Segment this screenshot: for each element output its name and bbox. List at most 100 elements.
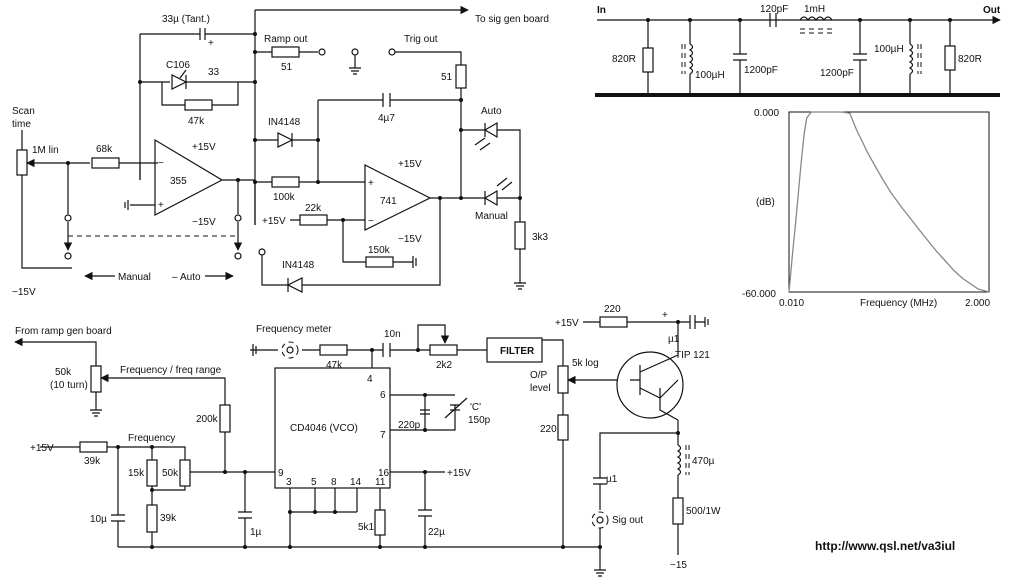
pot-1m-lin — [16, 149, 28, 176]
source-url: http://www.qsl.net/va3iul — [815, 539, 955, 553]
resistor-820r-left — [642, 47, 654, 73]
label-out: Out — [983, 5, 1001, 16]
ramp-generator-circuit: 33µ (Tant.) + Ramp out 51 To sig gen boa… — [12, 5, 549, 298]
x-axis-label: Frequency (MHz) — [860, 298, 937, 309]
label-r51b: 51 — [441, 72, 453, 83]
resistor-51-ramp — [271, 46, 300, 58]
resistor-47k — [184, 99, 213, 111]
label-filter: FILTER — [500, 346, 535, 357]
pot-5k-log — [557, 365, 569, 394]
label-c-u1a: µ1 — [668, 334, 680, 345]
svg-text:−: − — [158, 158, 164, 169]
label-pos15a: +15V — [192, 142, 216, 153]
resistor-200k — [219, 404, 231, 433]
label-neg15: −15 — [670, 560, 687, 571]
label-10turn: (10 turn) — [50, 380, 88, 391]
label-33u: 33µ (Tant.) — [162, 14, 210, 25]
pot-50k-10turn — [90, 365, 102, 393]
signal-generator-circuit: From ramp gen board 50k (10 turn) Freque… — [14, 304, 955, 577]
label-r100k: 100k — [273, 192, 296, 203]
inductor-100uh-left — [688, 43, 694, 75]
label-r33: 33 — [208, 67, 220, 78]
label-r3k3: 3k3 — [532, 232, 549, 243]
label-vco: CD4046 (VCO) — [290, 423, 358, 434]
label-pin14: 14 — [350, 477, 362, 488]
label-pot50k-b: 50k — [162, 468, 179, 479]
resistor-5k1 — [374, 509, 386, 536]
label-neg15b: −15V — [398, 234, 422, 245]
label-c4u7: 4µ7 — [378, 113, 395, 124]
resistor-500-1w — [672, 497, 684, 525]
label-neg15a: −15V — [192, 217, 216, 228]
label-freq-meter: Frequency meter — [256, 324, 332, 335]
opamp-355 — [154, 138, 224, 216]
label-c10n: 10n — [384, 329, 401, 340]
label-r68k: 68k — [96, 144, 113, 155]
label-to-sig-gen: To sig gen board — [475, 14, 549, 25]
label-pos15b: +15V — [30, 443, 54, 454]
label-pos15c: +15V — [262, 216, 286, 227]
label-c22u: 22µ — [428, 527, 445, 538]
resistor-68k — [91, 157, 120, 169]
label-r220b: 220 — [540, 424, 557, 435]
label-c10u: 10µ — [90, 514, 107, 525]
label-820r-right: 820R — [958, 54, 982, 65]
label-manual: Manual — [475, 211, 508, 222]
label-c-u1b: µ1 — [606, 474, 618, 485]
label-in4148a: IN4148 — [268, 117, 301, 128]
y-tick-bottom: -60.000 — [742, 289, 776, 300]
label-1200pf-right: 1200pF — [820, 68, 854, 79]
pot-50k-freq — [179, 459, 191, 487]
label-r150k: 150k — [368, 245, 391, 256]
label-820r-left: 820R — [612, 54, 636, 65]
label-pin16: 16 — [378, 468, 390, 479]
label-741: 741 — [380, 196, 397, 207]
label-plus-b: + — [662, 310, 668, 321]
label-pin6: 6 — [380, 390, 386, 401]
label-op: O/P — [530, 370, 548, 381]
resistor-51-trig — [455, 64, 467, 89]
resistor-39k-b — [146, 504, 158, 533]
label-pin8: 8 — [331, 477, 337, 488]
label-frequency: Frequency — [128, 433, 175, 444]
label-r39k-b: 39k — [160, 513, 177, 524]
label-scan: Scan — [12, 106, 35, 117]
label-pin11: 11 — [375, 477, 386, 488]
label-pot-1m: 1M lin — [32, 145, 59, 156]
label-neg15c: −15V — [12, 287, 36, 298]
resistor-150k — [365, 256, 394, 268]
x-tick-left: 0.010 — [779, 298, 804, 309]
label-pos15a: +15V — [555, 318, 579, 329]
label-100uh-left: 100µH — [695, 70, 725, 81]
label-r500: 500/1W — [686, 506, 721, 517]
label-c106: C106 — [166, 60, 190, 71]
label-pin9: 9 — [278, 468, 284, 479]
label-c1u: 1µ — [250, 527, 262, 538]
filter-block — [486, 337, 543, 363]
svg-text:–: – — [172, 272, 178, 283]
y-tick-top: 0.000 — [754, 108, 779, 119]
label-freq-range: Frequency / freq range — [120, 365, 222, 376]
label-r15k: 15k — [128, 468, 145, 479]
label-plus: + — [208, 38, 214, 49]
label-r47k: 47k — [188, 116, 205, 127]
frequency-response-chart: 0.000 -60.000 (dB) 0.010 2.000 Frequency… — [742, 108, 990, 309]
plot-frame — [788, 111, 990, 293]
label-pot5k: 5k log — [572, 358, 599, 369]
label-r5k1: 5k1 — [358, 522, 375, 533]
resistor-820r-right — [944, 45, 956, 71]
label-1200pf-left: 1200pF — [744, 65, 778, 76]
label-c150p: 150p — [468, 415, 491, 426]
label-pos15c: +15V — [447, 468, 471, 479]
lowpass-filter: In Out 120pF 1mH 820R 100µH 1200pF 1200p… — [595, 4, 1001, 97]
label-in: In — [597, 5, 606, 16]
label-sig-out: Sig out — [612, 515, 643, 526]
label-pin7: 7 — [380, 430, 386, 441]
label-r51a: 51 — [281, 62, 293, 73]
label-ramp-out: Ramp out — [264, 34, 308, 45]
label-r47k-meter: 47k — [326, 360, 343, 371]
label-100uh-right: 100µH — [874, 44, 904, 55]
svg-text:+: + — [158, 200, 164, 211]
label-in4148b: IN4148 — [282, 260, 315, 271]
